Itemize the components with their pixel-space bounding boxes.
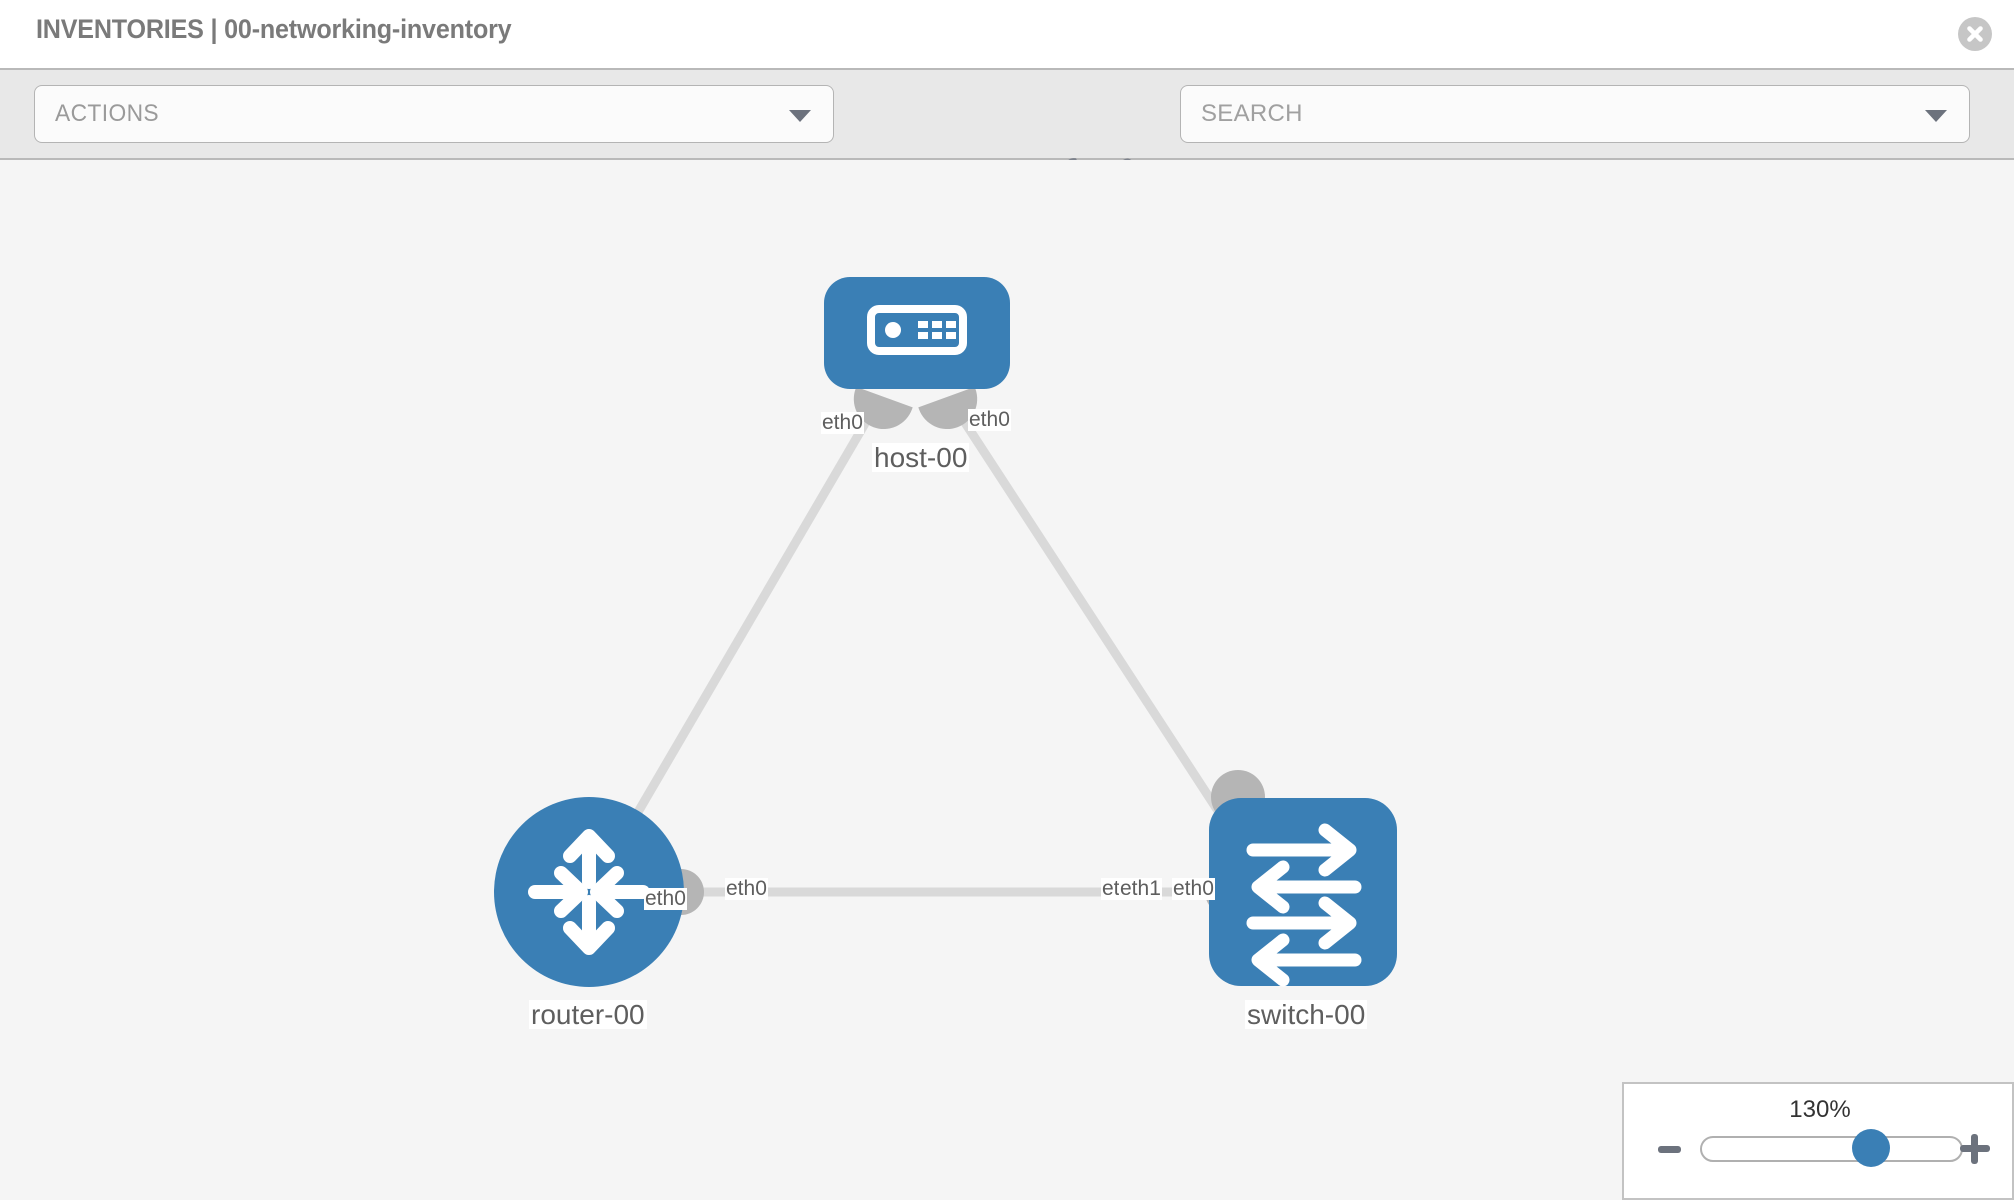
page-header: INVENTORIES | 00-networking-inventory bbox=[0, 0, 2014, 68]
edge-host00-switch00[interactable] bbox=[956, 412, 1254, 863]
topology-canvas[interactable]: eth0 eth0 eth0 eth0 eth0 eth eth1 host-0… bbox=[0, 160, 2014, 1200]
chevron-down-icon bbox=[1925, 110, 1947, 122]
actions-dropdown-label: ACTIONS bbox=[55, 100, 160, 127]
zoom-slider-track[interactable] bbox=[1700, 1136, 1963, 1162]
actions-dropdown[interactable]: ACTIONS bbox=[34, 85, 834, 143]
zoom-in-button[interactable] bbox=[1960, 1134, 1990, 1164]
close-icon bbox=[1967, 26, 1983, 42]
edge-label-router00-eth0: eth0 bbox=[725, 877, 768, 901]
edge-label-host00-eth0-right: eth0 bbox=[968, 408, 1011, 432]
node-label-switch-00: switch-00 bbox=[1245, 999, 1368, 1030]
close-button[interactable] bbox=[1958, 17, 1992, 51]
router-arrows-icon bbox=[528, 829, 650, 955]
node-router-00[interactable] bbox=[494, 797, 684, 987]
edge-label-switch00-eth1: eth1 bbox=[1119, 877, 1162, 901]
search-input[interactable]: SEARCH bbox=[1180, 85, 1970, 143]
chevron-down-icon bbox=[789, 110, 811, 122]
switch-arrows-icon bbox=[1246, 823, 1362, 987]
connector-host00-eth0-right bbox=[918, 386, 978, 429]
node-label-router-00: router-00 bbox=[529, 999, 647, 1030]
zoom-level-label: 130% bbox=[1789, 1096, 1851, 1123]
edge-label-host00-eth0-left: eth0 bbox=[821, 411, 864, 435]
topology-graph bbox=[494, 277, 1397, 987]
zoom-slider-thumb[interactable] bbox=[1851, 1129, 1890, 1167]
toolbar: ACTIONS SEARCH bbox=[0, 68, 2014, 189]
connector-host00-eth0-left bbox=[853, 386, 913, 429]
zoom-control-panel: 130% bbox=[1622, 1082, 2014, 1200]
node-host-00[interactable] bbox=[824, 277, 1010, 389]
edge-label-router00-eth0-up: eth0 bbox=[644, 887, 687, 911]
node-switch-00[interactable] bbox=[1209, 798, 1397, 987]
edge-label-switch00-eth0-up: eth0 bbox=[1172, 877, 1215, 901]
edge-host00-router00[interactable] bbox=[606, 412, 874, 863]
node-router-00-shape[interactable] bbox=[494, 797, 684, 987]
search-placeholder: SEARCH bbox=[1201, 100, 1303, 127]
server-icon bbox=[867, 305, 967, 355]
node-label-host-00: host-00 bbox=[872, 442, 970, 473]
topology-edges bbox=[606, 412, 1254, 897]
page-title: INVENTORIES | 00-networking-inventory bbox=[36, 14, 512, 44]
node-host-00-shape[interactable] bbox=[824, 277, 1010, 389]
zoom-out-button[interactable] bbox=[1658, 1146, 1681, 1153]
